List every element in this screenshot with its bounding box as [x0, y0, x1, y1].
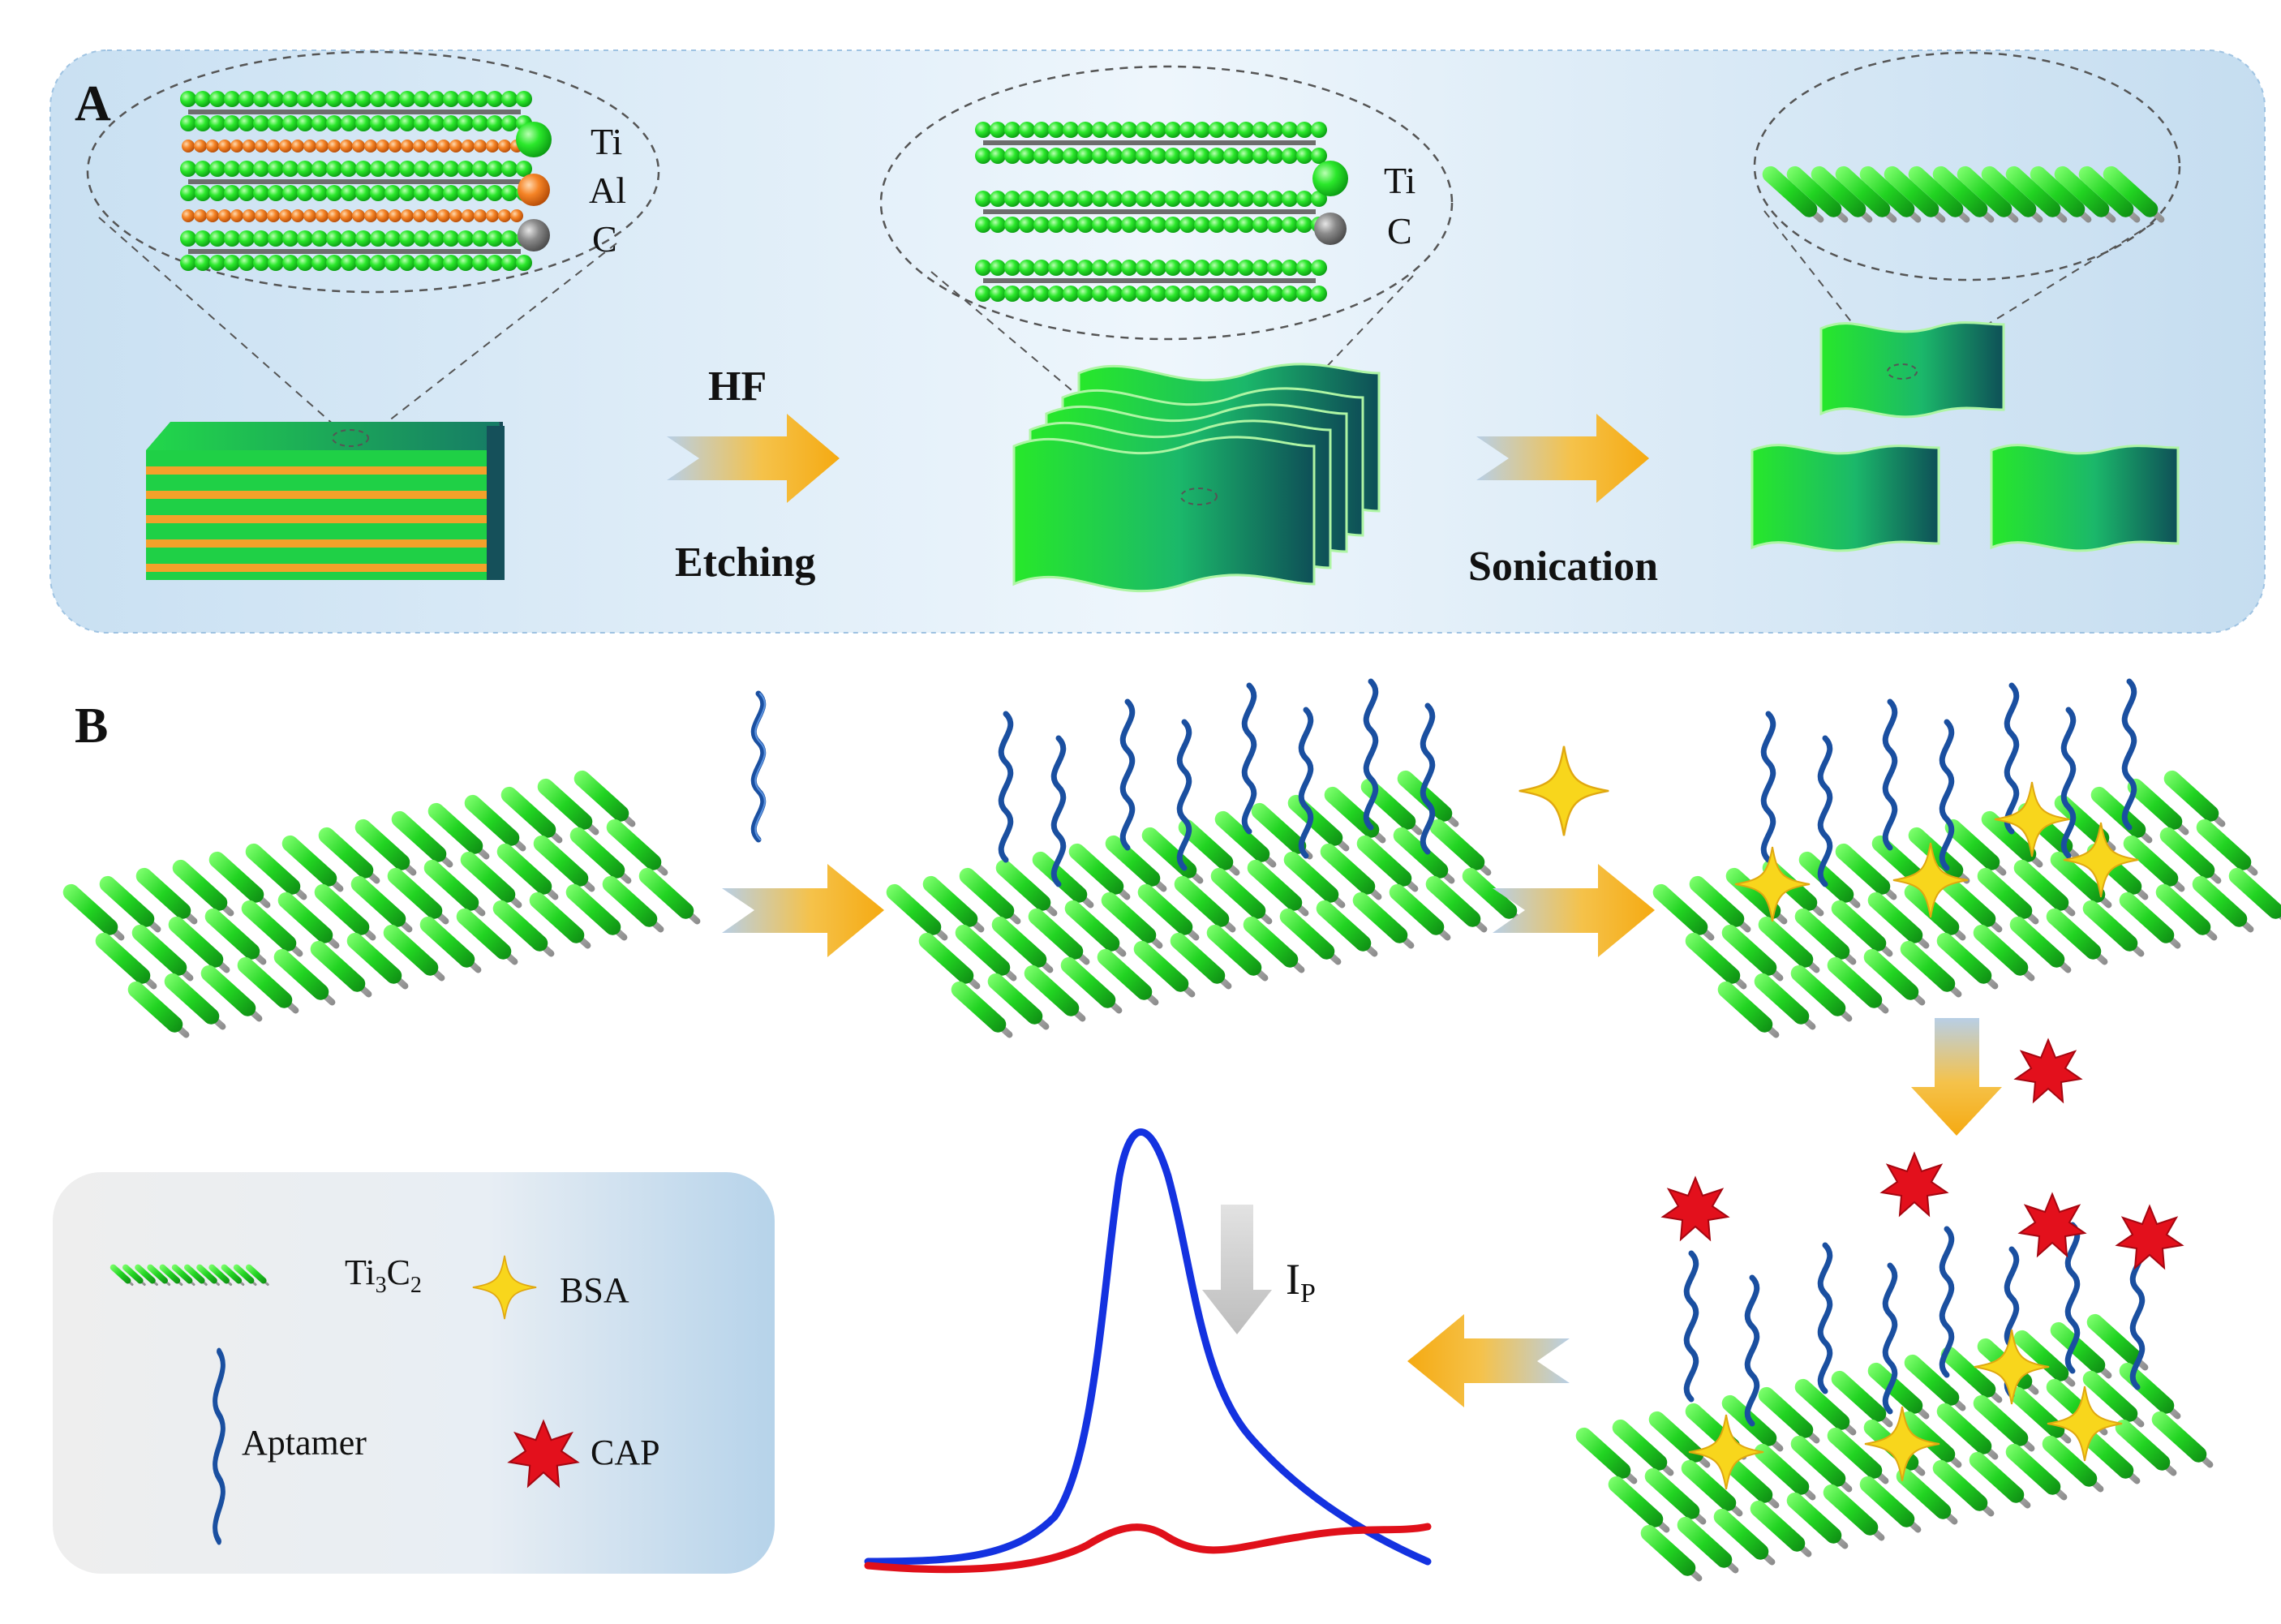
- aptamer-addition: [754, 694, 765, 840]
- al-atom-icon: [518, 174, 550, 206]
- cap-addition-icon: [2015, 1039, 2081, 1102]
- c-atom-icon: [518, 219, 550, 251]
- bsa-blocking-arrow: [1493, 864, 1655, 957]
- step1-label-top: HF: [708, 363, 767, 410]
- max-block: [146, 422, 505, 580]
- single-layer-mxene-icon: [1759, 162, 2167, 225]
- max-legend-al: Al: [589, 170, 626, 211]
- zoom-line: [1914, 222, 2154, 370]
- c-atom-icon: [1314, 213, 1347, 245]
- cap-binding-arrow: [1911, 1018, 2002, 1136]
- aptamer-immobilization-arrow: [722, 864, 884, 957]
- legend-box: Ti3C2 BSA Aptamer CAP: [53, 1172, 775, 1574]
- max-zoom-ellipse: [86, 50, 660, 294]
- panel-a-background: [49, 49, 2266, 634]
- ti3c2-with-aptamer: [883, 681, 1525, 1039]
- voltammetry-signal: IP: [864, 1128, 1432, 1574]
- max-atom-legend: Ti Al C: [516, 121, 626, 260]
- legend-bsa: BSA: [560, 1270, 629, 1310]
- ti3c2-nanosheet-bare: [59, 767, 702, 1040]
- zoom-line: [366, 243, 617, 439]
- legend-cap: CAP: [591, 1433, 660, 1472]
- panel-b: B: [53, 681, 2281, 1583]
- mxene-zoom-ellipse: [879, 65, 1454, 341]
- peak-current-label: IP: [1286, 1255, 1316, 1308]
- bsa-addition-icon: [1518, 745, 1610, 837]
- ti3c2-aptamer-cap-complex: [1573, 1153, 2214, 1583]
- delaminated-zoom-ellipse: [1753, 51, 2181, 281]
- sonication-arrow: [1476, 414, 1649, 503]
- mxene-legend-c: C: [1387, 210, 1412, 251]
- cap-icon: [2116, 1205, 2183, 1269]
- max-legend-ti: Ti: [591, 121, 622, 162]
- panel-b-label: B: [75, 698, 108, 754]
- cap-icon: [1881, 1153, 1948, 1216]
- step1-label-bottom: Etching: [675, 539, 815, 586]
- bsa-icon: [1892, 842, 1969, 918]
- multilayer-mxene-sheets: [1012, 363, 1381, 593]
- detection-arrow: [1407, 1314, 1570, 1407]
- ti3c2-aptamer-bsa: [1650, 681, 2281, 1039]
- legend-ti3c2: Ti3C2: [345, 1252, 422, 1298]
- signal-curve-after: [864, 1523, 1432, 1574]
- single-layer-sheets: [1750, 321, 2180, 552]
- signal-curve-before: [864, 1128, 1432, 1566]
- etching-arrow: [667, 414, 840, 503]
- cap-icon: [1662, 1177, 1729, 1240]
- step2-label-bottom: Sonication: [1468, 543, 1658, 590]
- panel-a-label: A: [75, 76, 111, 131]
- ti-atom-icon: [516, 122, 552, 157]
- mxene-legend-ti: Ti: [1384, 160, 1415, 201]
- ti-atom-icon: [1312, 161, 1348, 196]
- zoom-line: [98, 217, 350, 439]
- panel-a: A Ti Al C: [49, 49, 2266, 634]
- legend-aptamer: Aptamer: [242, 1423, 367, 1463]
- signal-decrease-arrow: [1202, 1205, 1272, 1334]
